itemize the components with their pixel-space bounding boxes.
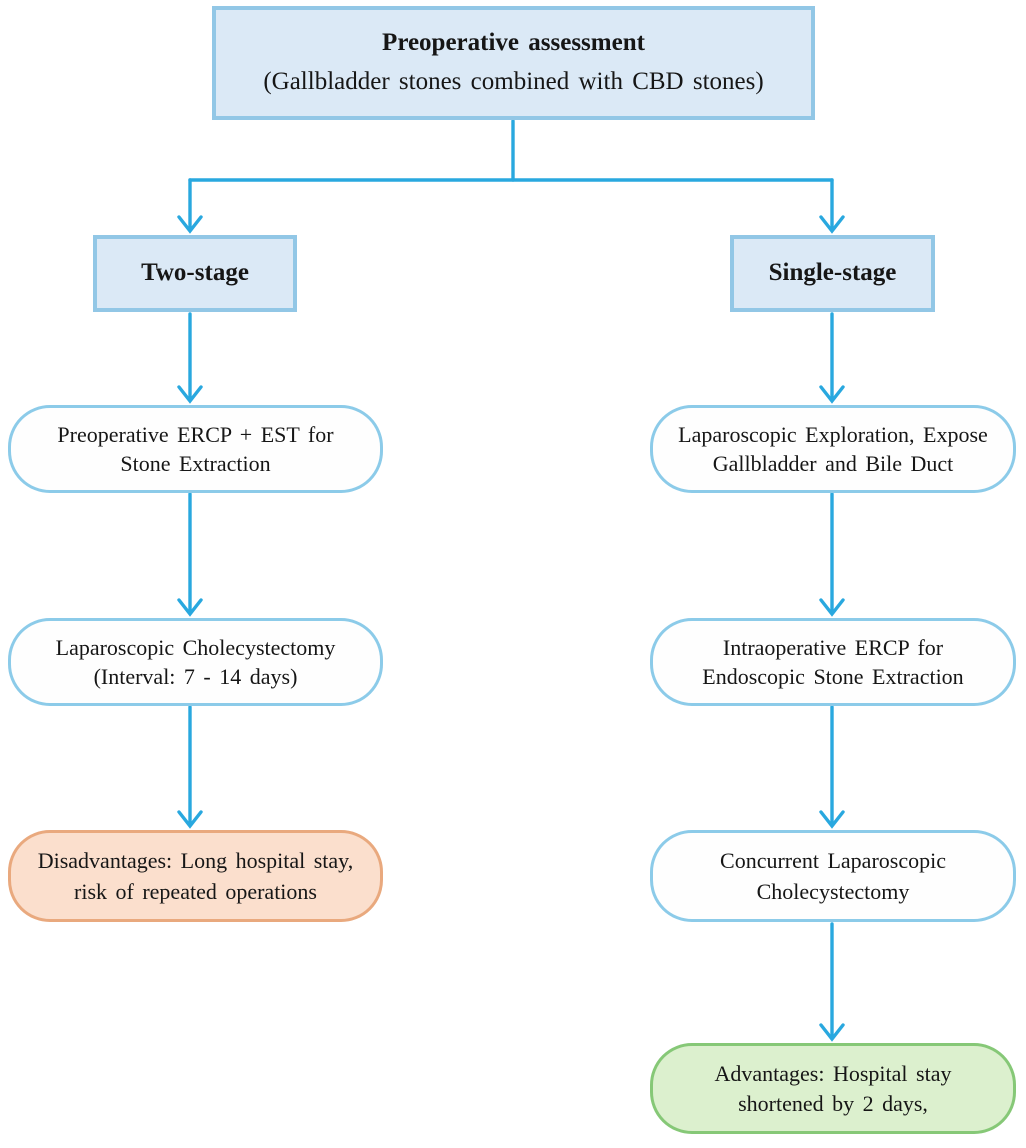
connector-right-4	[819, 922, 845, 1042]
node-single-stage: Single-stage	[730, 235, 935, 312]
node-advantages-line2: shortened by 2 days,	[738, 1090, 928, 1116]
node-advantages-line1: Advantages: Hospital stay	[714, 1060, 952, 1086]
connector-left-1	[177, 312, 203, 404]
node-single-stage-label: Single-stage	[768, 259, 897, 287]
node-concurrent-lap-cholecystectomy-line2: Cholecystectomy	[756, 878, 910, 904]
node-preop-ercp-est-line2: Stone Extraction	[120, 450, 271, 476]
connector-fork-two-stage	[177, 178, 203, 234]
connector-left-2	[177, 492, 203, 617]
connector-left-3	[177, 705, 203, 829]
node-two-stage-label: Two-stage	[141, 259, 249, 287]
node-preoperative-assessment: Preoperative assessment (Gallbladder sto…	[212, 6, 815, 120]
node-intraop-ercp: Intraoperative ERCP for Endoscopic Stone…	[650, 618, 1016, 706]
node-preop-ercp-est: Preoperative ERCP + EST for Stone Extrac…	[8, 405, 383, 493]
node-lap-exploration: Laparoscopic Exploration, Expose Gallbla…	[650, 405, 1016, 493]
connector-right-1	[819, 312, 845, 404]
node-disadvantages-line2: risk of repeated operations	[74, 878, 317, 904]
node-lap-exploration-line2: Gallbladder and Bile Duct	[712, 450, 954, 476]
node-preoperative-assessment-subtitle: (Gallbladder stones combined with CBD st…	[263, 68, 764, 96]
connector-fork-single-stage	[819, 178, 845, 234]
connector-right-3	[819, 705, 845, 829]
node-two-stage: Two-stage	[93, 235, 297, 312]
node-disadvantages-line1: Disadvantages: Long hospital stay,	[37, 848, 354, 874]
node-intraop-ercp-line1: Intraoperative ERCP for	[722, 634, 944, 660]
node-lap-cholecystectomy-interval-line1: Laparoscopic Cholecystectomy	[55, 634, 336, 660]
node-lap-exploration-line1: Laparoscopic Exploration, Expose	[678, 421, 988, 447]
connector-root-stem	[188, 119, 834, 182]
node-preop-ercp-est-line1: Preoperative ERCP + EST for	[57, 421, 334, 447]
node-concurrent-lap-cholecystectomy-line1: Concurrent Laparoscopic	[720, 848, 946, 874]
node-advantages: Advantages: Hospital stay shortened by 2…	[650, 1043, 1016, 1134]
node-concurrent-lap-cholecystectomy: Concurrent Laparoscopic Cholecystectomy	[650, 830, 1016, 922]
node-intraop-ercp-line2: Endoscopic Stone Extraction	[702, 663, 964, 689]
node-lap-cholecystectomy-interval: Laparoscopic Cholecystectomy (Interval: …	[8, 618, 383, 706]
node-disadvantages: Disadvantages: Long hospital stay, risk …	[8, 830, 383, 922]
node-preoperative-assessment-title: Preoperative assessment	[382, 28, 645, 56]
node-lap-cholecystectomy-interval-line2: (Interval: 7 - 14 days)	[93, 663, 298, 689]
connector-right-2	[819, 492, 845, 617]
